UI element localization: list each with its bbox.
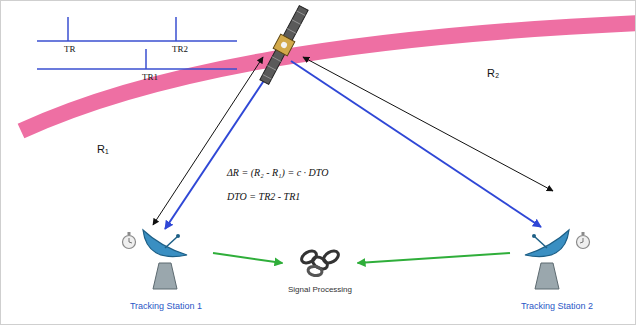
time-label: TR xyxy=(64,44,76,55)
timing-line xyxy=(37,68,237,70)
clock-hands xyxy=(129,238,132,243)
data-link-arrow xyxy=(213,253,283,263)
time-label: TR1 xyxy=(142,72,158,83)
timing-line xyxy=(37,40,237,42)
satellite-antenna xyxy=(280,41,288,49)
dish-feed xyxy=(535,237,547,248)
clock-hands xyxy=(580,238,583,243)
node-label: Signal Processing xyxy=(284,285,357,295)
dish-pedestal xyxy=(153,263,177,289)
signal-line xyxy=(165,58,279,229)
clock-icon xyxy=(577,236,590,249)
timing-tick xyxy=(145,49,147,69)
satellite xyxy=(257,4,311,86)
range-label: R₂ xyxy=(487,67,499,80)
station-node: Tracking Station 2 xyxy=(511,221,603,312)
time-label: TR2 xyxy=(172,44,188,55)
panel-grid xyxy=(263,11,306,79)
clock-icon xyxy=(123,236,136,249)
dish-bowl xyxy=(525,230,569,257)
clock-stem xyxy=(128,232,131,235)
dish-feed xyxy=(165,237,177,248)
range-line xyxy=(303,57,553,191)
station-node: Signal Processing xyxy=(284,243,357,295)
chain-link xyxy=(322,249,341,266)
clock-stem xyxy=(582,232,585,235)
node-label: Tracking Station 1 xyxy=(120,301,212,312)
satellite-body xyxy=(273,34,295,56)
timing-diagram xyxy=(37,17,237,69)
timing-tick xyxy=(175,17,177,41)
dish-bowl xyxy=(143,230,187,257)
dish-feed-horn xyxy=(176,234,180,238)
tracking-station-1-icon xyxy=(123,230,188,289)
tracking-station-2-icon xyxy=(525,230,590,289)
orbit-band xyxy=(21,23,636,131)
range-label: R₁ xyxy=(97,143,109,156)
station-node: Tracking Station 1 xyxy=(120,221,212,312)
chain-link xyxy=(307,265,322,276)
formula-text: ΔR = (R₂ - R₁) = c · DTO xyxy=(227,167,328,179)
node-label: Tracking Station 2 xyxy=(511,301,603,312)
dish-pedestal xyxy=(535,263,559,289)
formula-text: DTO = TR2 - TR1 xyxy=(227,191,300,203)
solar-panel xyxy=(260,6,308,85)
signal-line xyxy=(291,61,541,227)
timing-tick xyxy=(67,17,69,41)
signal-processing-icon xyxy=(300,249,341,277)
dish-feed-horn xyxy=(532,234,536,238)
data-link-arrow xyxy=(358,253,511,263)
